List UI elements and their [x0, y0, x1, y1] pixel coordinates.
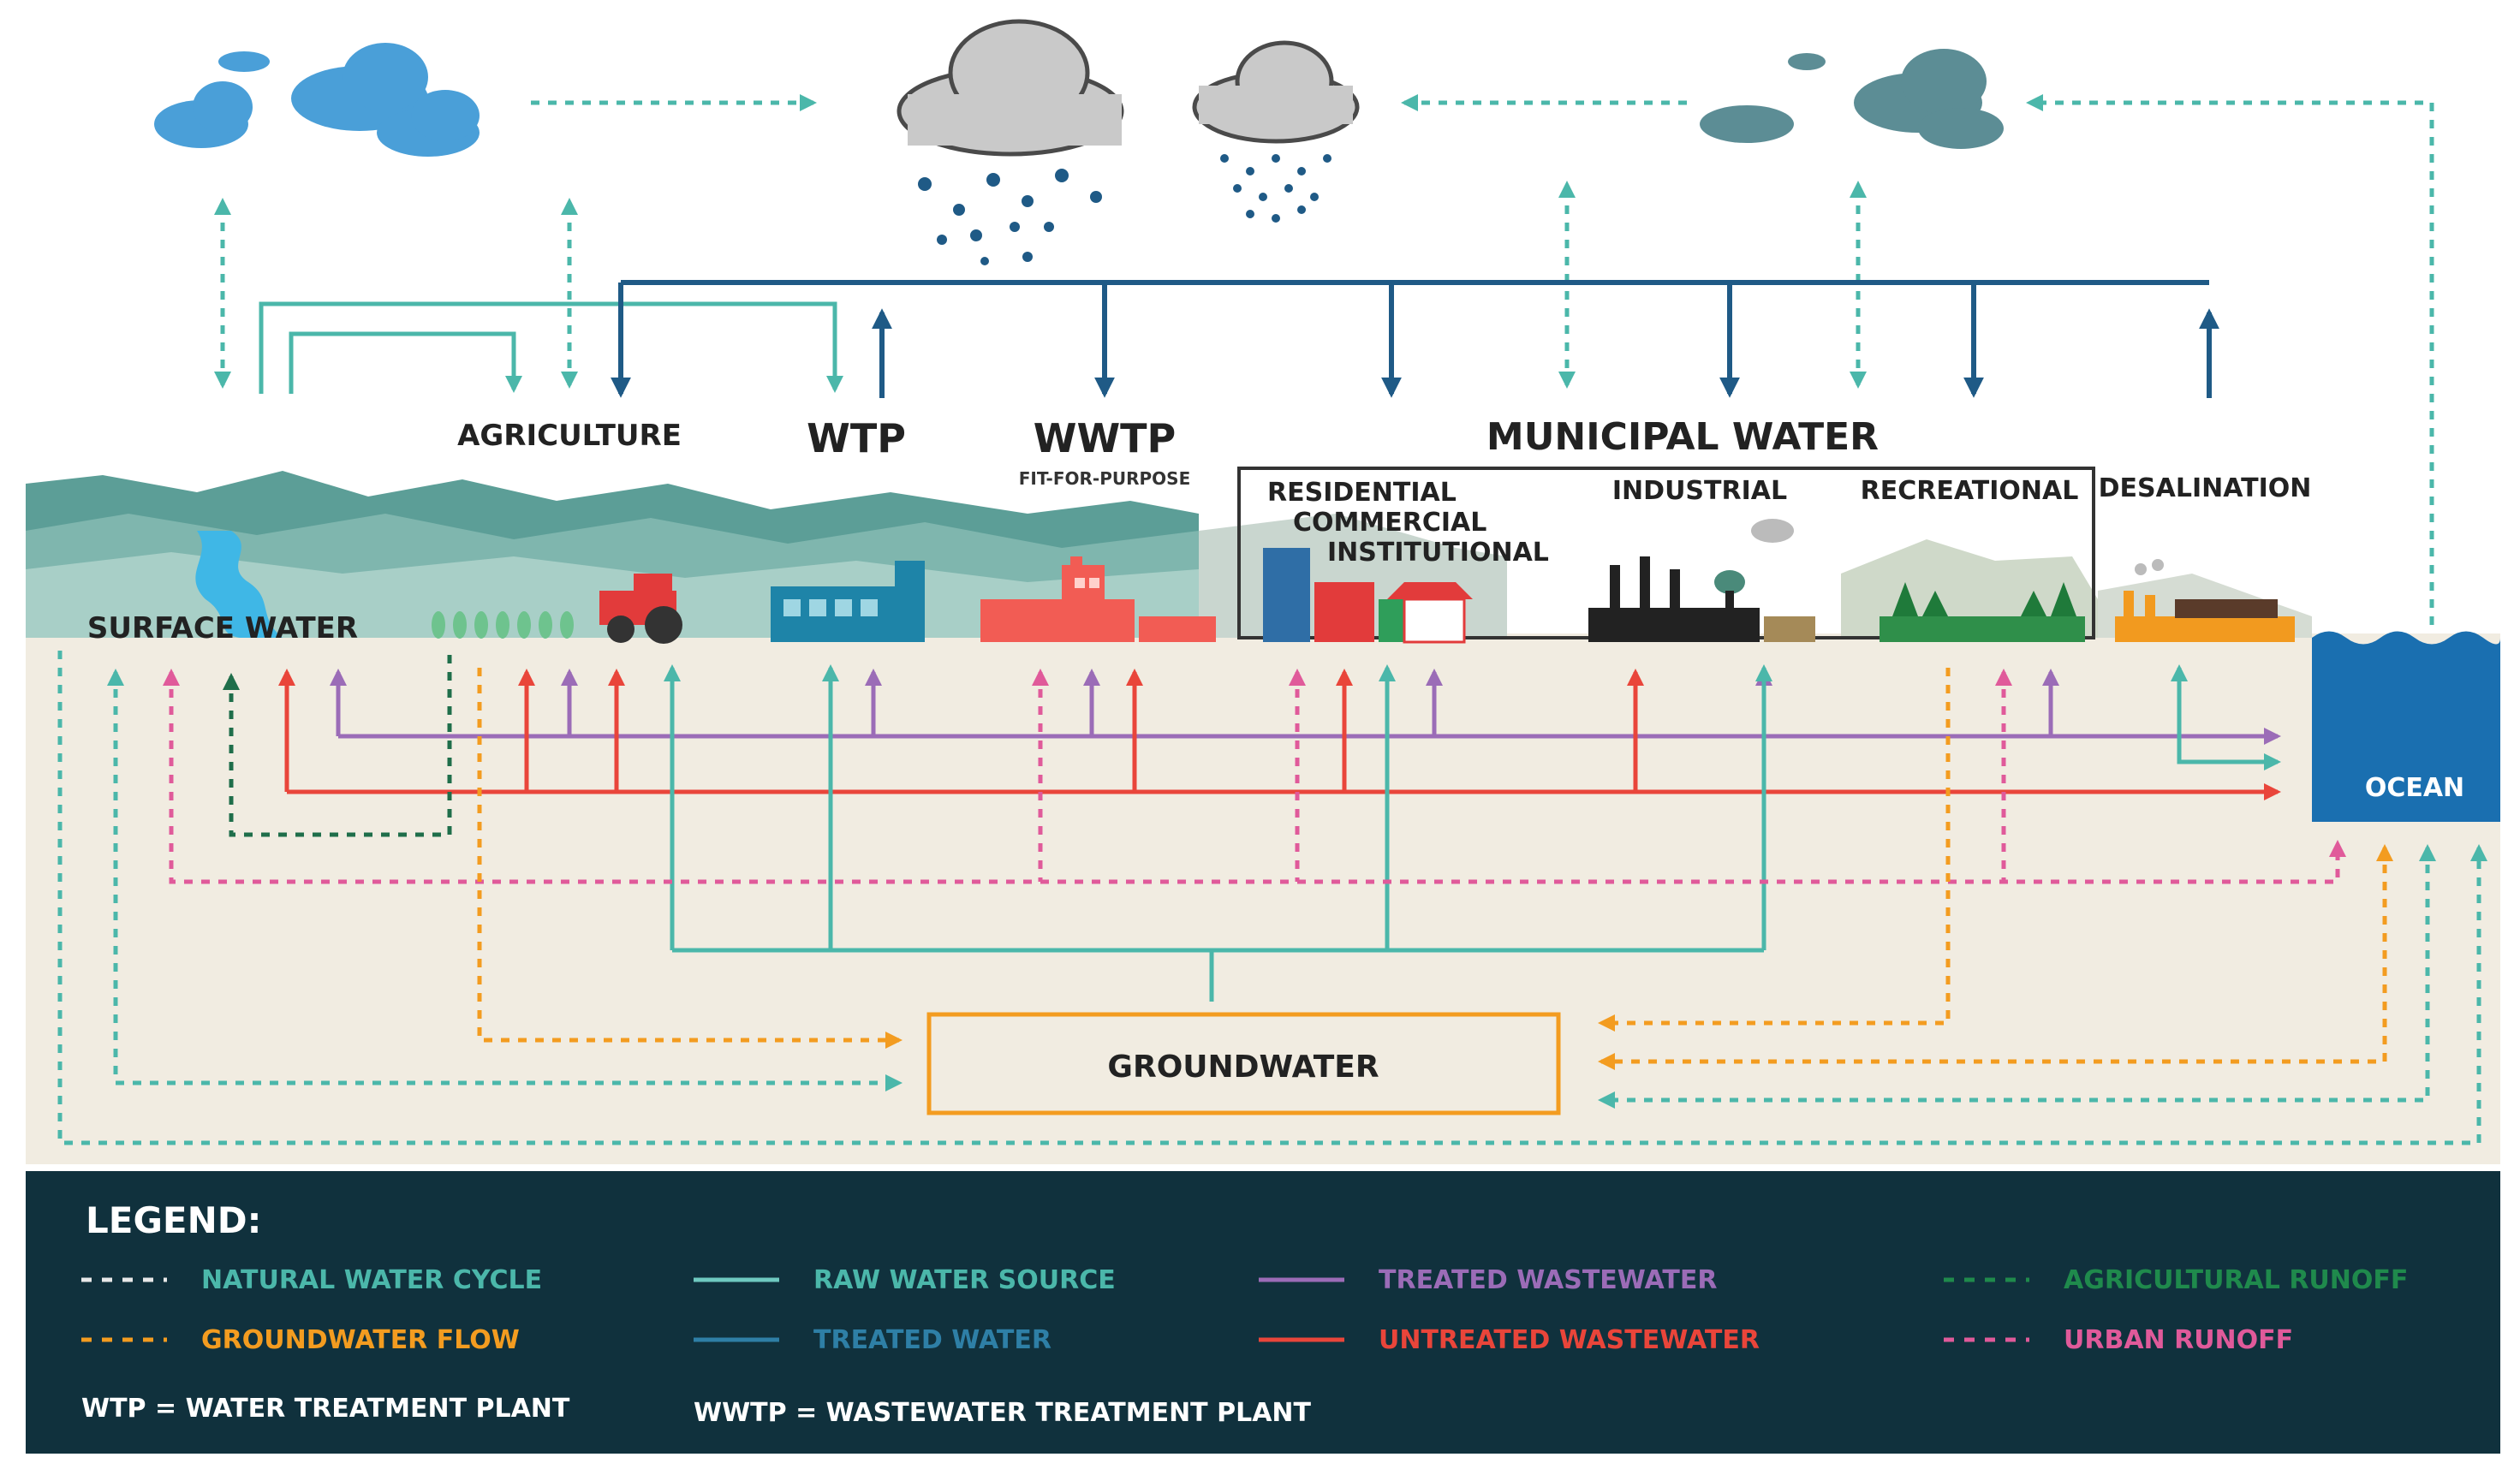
city-buildings-icon [1263, 548, 1473, 644]
cloud-icon [154, 43, 480, 157]
ocean-label: OCEAN [2365, 773, 2464, 803]
wwtp-label: WWTP [1034, 415, 1177, 461]
legend-items: NATURAL WATER CYCLE RAW WATER SOURCE TREAT… [81, 1265, 2408, 1355]
natural-cycle-arrows [214, 94, 2434, 625]
park-icon [1880, 582, 2085, 642]
cloud-icon [897, 19, 1360, 157]
legend-item-label: URBAN RUNOFF [2064, 1325, 2293, 1355]
water-treatment-plant-icon [771, 561, 925, 642]
recreational-label: RECREATIONAL [1861, 476, 2079, 506]
legend-wtp-abbr: WTP = WATER TREATMENT PLANT [81, 1394, 570, 1424]
groundwater-label: GROUNDWATER [1107, 1050, 1379, 1085]
desalination-plant-icon [2115, 559, 2295, 642]
legend-item-label: AGRICULTURAL RUNOFF [2064, 1265, 2408, 1295]
legend-wwtp-abbr: WWTP = WASTEWATER TREATMENT PLANT [694, 1398, 1312, 1428]
municipal-water-label: MUNICIPAL WATER [1486, 415, 1879, 459]
legend-item-label: UNTREATED WASTEWATER [1379, 1325, 1760, 1355]
crops-icon [432, 611, 574, 639]
legend-item-label: NATURAL WATER CYCLE [201, 1265, 542, 1295]
rain-icon [918, 154, 1331, 265]
agriculture-label: AGRICULTURE [457, 419, 682, 453]
treated-water-lines [611, 280, 2219, 398]
cloud-icon [1700, 49, 2004, 149]
ocean-waves-icon [2312, 631, 2500, 822]
natural-cycle-ground-lines [57, 651, 2487, 1145]
factory-icon [1588, 519, 1815, 642]
river-icon [195, 531, 283, 638]
institutional-label: INSTITUTIONAL [1327, 538, 1549, 568]
wwtp-sub-label: FIT-FOR-PURPOSE [1019, 468, 1191, 489]
raw-water-source-lines [259, 301, 843, 394]
surface-water-label: SURFACE WATER [87, 611, 358, 645]
wtp-label: WTP [807, 415, 906, 461]
residential-label: RESIDENTIAL [1267, 478, 1457, 508]
industrial-label: INDUSTRIAL [1612, 476, 1787, 506]
commercial-label: COMMERCIAL [1293, 508, 1486, 538]
legend-title: LEGEND: [86, 1199, 261, 1241]
groundwater-box [926, 1012, 1561, 1115]
legend-item-label: TREATED WATER [813, 1325, 1051, 1355]
legend-panel [26, 1171, 2500, 1454]
legend-item-label: GROUNDWATER FLOW [201, 1325, 520, 1355]
legend-item-label: RAW WATER SOURCE [813, 1265, 1116, 1295]
wastewater-plant-icon [980, 556, 1216, 642]
legend-item-label: TREATED WASTEWATER [1379, 1265, 1717, 1295]
desalination-label: DESALINATION [2099, 473, 2312, 503]
tractor-icon [599, 574, 682, 644]
